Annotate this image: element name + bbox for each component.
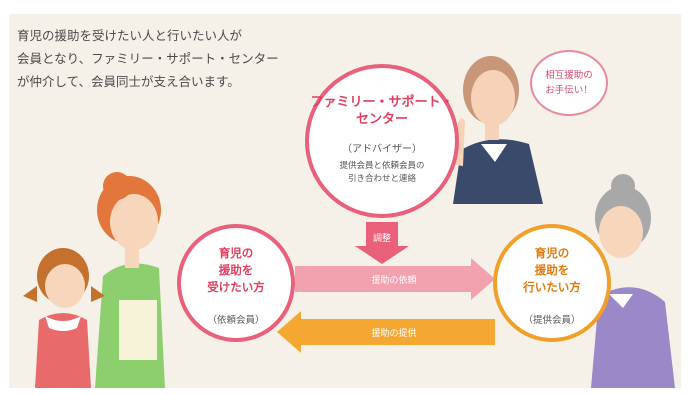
- family-support-center-circle: ファミリー・サポート・ センター （アドバイザー） 提供会員と依頼会員の 引き合…: [305, 64, 459, 218]
- center-title: ファミリー・サポート・ センター: [309, 94, 455, 128]
- center-desc-line: 引き合わせと連絡: [347, 174, 416, 184]
- center-description: 提供会員と依頼会員の 引き合わせと連絡: [309, 160, 455, 186]
- intro-text: 育児の援助を受けたい人と行いたい人が 会員となり、ファミリー・サポート・センター…: [17, 24, 287, 93]
- receiver-title: 育児の 援助を 受けたい方: [181, 245, 291, 296]
- provider-line: 行いたい方: [523, 280, 581, 294]
- provision-arrow-label: 援助の提供: [371, 329, 417, 339]
- speech-line: 相互援助の: [545, 70, 593, 81]
- provider-title: 育児の 援助を 行いたい方: [497, 245, 607, 296]
- center-title-line: ファミリー・サポート・: [310, 95, 454, 110]
- receiver-member-type: （依頼会員）: [207, 315, 265, 326]
- provider-member-type: （提供会員）: [523, 315, 581, 326]
- receiver-member-circle: 育児の 援助を 受けたい方 （依頼会員）: [177, 224, 295, 342]
- grandmother-illustration: [582, 174, 675, 388]
- provider-member-circle: 育児の 援助を 行いたい方 （提供会員）: [493, 224, 611, 342]
- adjust-label: 調整: [372, 234, 391, 244]
- provider-line: 育児の: [534, 246, 570, 260]
- receiver-line: 育児の: [218, 246, 254, 260]
- diagram-frame: 育児の援助を受けたい人と行いたい人が 会員となり、ファミリー・サポート・センター…: [9, 14, 681, 388]
- provision-arrow: [277, 311, 495, 353]
- mother-illustration: [95, 172, 165, 388]
- speech-line: お手伝い！: [545, 85, 593, 96]
- center-title-line: センター: [355, 112, 408, 127]
- provider-line: 援助を: [534, 263, 570, 277]
- adjust-arrow: [355, 222, 409, 264]
- center-subtitle: （アドバイザー）: [342, 144, 422, 155]
- request-arrow: [295, 258, 495, 300]
- intro-line: 育児の援助を受けたい人と行いたい人が: [17, 28, 243, 43]
- speech-bubble: 相互援助の お手伝い！: [530, 50, 608, 116]
- receiver-line: 援助を: [218, 263, 254, 277]
- request-arrow-label: 援助の依頼: [371, 276, 417, 286]
- child-illustration: [23, 248, 105, 388]
- illustration-layer: [23, 56, 675, 388]
- intro-line: 会員となり、ファミリー・サポート・センター: [17, 51, 279, 66]
- advisor-illustration: [449, 56, 543, 204]
- center-desc-line: 提供会員と依頼会員の: [339, 161, 425, 171]
- receiver-line: 受けたい方: [207, 280, 265, 294]
- intro-line: が仲介して、会員同士が支え合います。: [17, 74, 240, 89]
